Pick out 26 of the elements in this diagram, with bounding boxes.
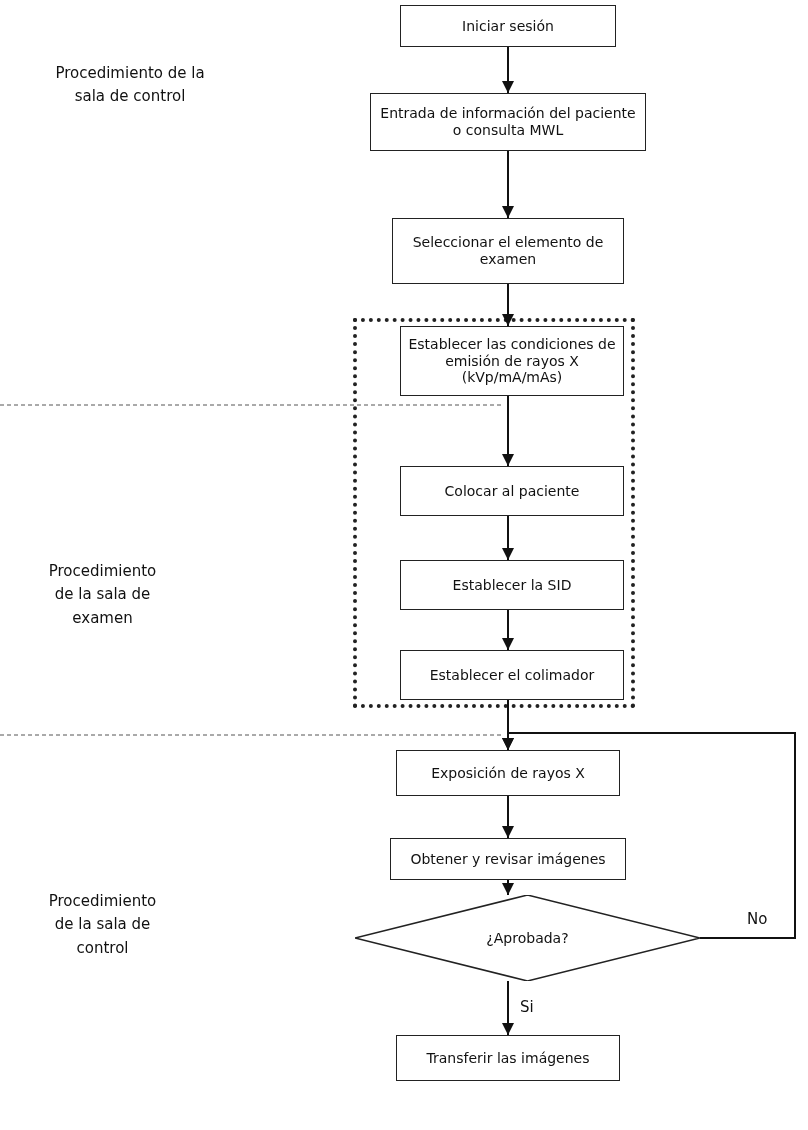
process-box: Establecer el colimador [400,650,624,700]
arrow [502,609,514,651]
process-box: Iniciar sesión [400,5,616,47]
arrow [502,879,514,896]
section-label: Procedimiento de la sala de control [54,63,206,108]
arrow [502,46,514,94]
process-box: Seleccionar el elemento de examen [392,218,624,284]
process-box: Establecer la SID [400,560,624,610]
decision-text: ¿Aprobada? [486,929,569,947]
process-box: Exposición de rayos X [396,750,620,796]
arrow [502,515,514,561]
section-label: Procedimiento de la sala de examen [47,561,158,629]
arrow [502,732,796,939]
arrow [502,283,514,327]
process-box: Entrada de información del paciente o consulta MWL [370,93,646,151]
process-box: Obtener y revisar imágenes [390,838,626,880]
arrow [502,150,514,219]
process-box: Transferir las imágenes [396,1035,620,1081]
process-box: Establecer las condiciones de emisión de rayos X (kVp/mA/mAs) [400,326,624,396]
process-box: Colocar al paciente [400,466,624,516]
dotted-group-box [353,318,635,708]
arrow [502,795,514,839]
arrow [502,395,514,467]
arrow [502,980,514,1036]
section-label: Procedimiento de la sala de control [47,891,158,959]
decision-diamond [355,895,700,981]
